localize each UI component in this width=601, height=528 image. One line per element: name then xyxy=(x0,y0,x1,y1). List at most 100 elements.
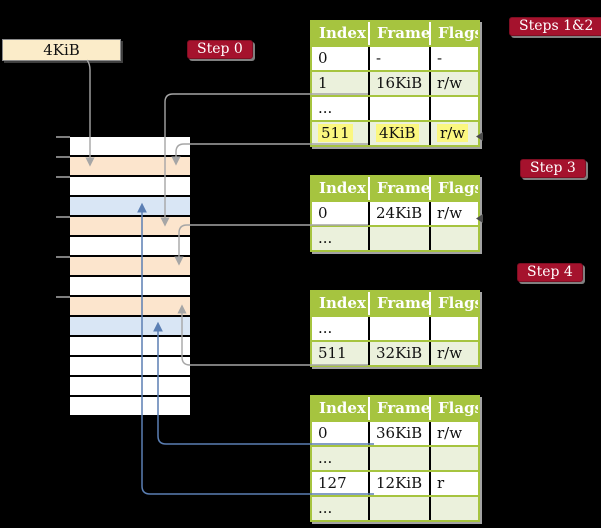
cell-value: 127 xyxy=(318,474,347,492)
frame-cell: 32KiB xyxy=(368,342,429,365)
badge-step-4: Step 4 xyxy=(517,263,583,282)
cell-value: r/w xyxy=(437,124,469,142)
cell-value: r/w xyxy=(437,74,463,92)
column-header: Index xyxy=(312,22,368,45)
table-row: ... xyxy=(312,495,478,520)
cell-value: ... xyxy=(318,99,333,117)
flags-cell xyxy=(429,497,478,520)
memory-frame-row xyxy=(70,235,190,255)
memory-frame-row xyxy=(70,255,190,275)
index-cell: 0 xyxy=(312,422,368,445)
memory-frame-row xyxy=(70,295,190,315)
table-row: 0 36KiB r/w xyxy=(312,420,478,445)
table-row: 511 32KiB r/w xyxy=(312,340,478,365)
free-block-label: 4KiB xyxy=(43,41,80,59)
cell-value: 0 xyxy=(318,424,328,442)
index-cell: 511 xyxy=(312,342,368,365)
cell-value: ... xyxy=(318,229,333,247)
frame-cell: 4KiB xyxy=(368,122,429,145)
cell-value: ... xyxy=(318,449,333,467)
flags-cell xyxy=(429,227,478,250)
cell-value: 4KiB xyxy=(376,124,419,142)
frame-cell xyxy=(368,447,429,470)
cell-value: - xyxy=(376,49,382,67)
column-header: Flags xyxy=(429,397,478,420)
table-row: ... xyxy=(312,225,478,250)
index-cell: ... xyxy=(312,497,368,520)
column-header: Index xyxy=(312,177,368,200)
table-row: 127 12KiB r xyxy=(312,470,478,495)
memory-frame-row xyxy=(70,215,190,235)
physical-memory-column xyxy=(70,137,190,415)
badge-step-3: Step 3 xyxy=(520,159,586,178)
page-table-step-4: IndexFrameFlags... 511 32KiB r/w xyxy=(310,290,480,367)
memory-frame-row xyxy=(70,137,190,155)
memory-frame-row xyxy=(70,175,190,195)
table-row: 0 24KiB r/w xyxy=(312,200,478,225)
page-table-step-3: IndexFrameFlags 0 24KiB r/w... xyxy=(310,175,480,252)
cell-value: r/w xyxy=(437,344,463,362)
memory-frame-row xyxy=(70,355,190,375)
column-header: Index xyxy=(312,397,368,420)
column-header: Flags xyxy=(429,177,478,200)
frame-cell xyxy=(368,227,429,250)
cell-value: 511 xyxy=(318,344,347,362)
index-cell: 511 xyxy=(312,122,368,145)
memory-frame-row xyxy=(70,375,190,395)
frame-cell: 12KiB xyxy=(368,472,429,495)
frame-cell: 36KiB xyxy=(368,422,429,445)
badge-step-0: Step 0 xyxy=(187,40,253,59)
page-table-final: IndexFrameFlags 0 36KiB r/w... 127 12KiB r... xyxy=(310,395,480,522)
cell-value: 16KiB xyxy=(376,74,423,92)
flags-cell: r/w xyxy=(429,202,478,225)
table-header-row: IndexFrameFlags xyxy=(312,177,478,200)
memory-frame-row xyxy=(70,395,190,415)
cell-value: ... xyxy=(318,499,333,517)
cell-value: 24KiB xyxy=(376,204,423,222)
column-header: Flags xyxy=(429,292,478,315)
frame-cell: 24KiB xyxy=(368,202,429,225)
cell-value: ... xyxy=(318,319,333,337)
cell-value: 0 xyxy=(318,49,328,67)
cell-value: r/w xyxy=(437,424,463,442)
cell-value: 36KiB xyxy=(376,424,423,442)
index-cell: ... xyxy=(312,447,368,470)
column-header: Frame xyxy=(368,22,429,45)
table-row: ... xyxy=(312,315,478,340)
table-row: 0-- xyxy=(312,45,478,70)
cell-value: 32KiB xyxy=(376,344,423,362)
table-row: ... xyxy=(312,95,478,120)
memory-frame-row xyxy=(70,155,190,175)
memory-frame-row xyxy=(70,315,190,335)
memory-frame-row xyxy=(70,335,190,355)
index-cell: 127 xyxy=(312,472,368,495)
flags-cell: r/w xyxy=(429,122,478,145)
table-header-row: IndexFrameFlags xyxy=(312,22,478,45)
index-cell: ... xyxy=(312,317,368,340)
flags-cell: r/w xyxy=(429,422,478,445)
table-header-row: IndexFrameFlags xyxy=(312,292,478,315)
index-cell: ... xyxy=(312,97,368,120)
cell-value: r xyxy=(437,474,445,492)
column-header: Flags xyxy=(429,22,478,45)
flags-cell xyxy=(429,447,478,470)
column-header: Frame xyxy=(368,177,429,200)
flags-cell xyxy=(429,97,478,120)
table-header-row: IndexFrameFlags xyxy=(312,397,478,420)
frame-cell: - xyxy=(368,47,429,70)
column-header: Frame xyxy=(368,292,429,315)
cell-value: r/w xyxy=(437,204,463,222)
frame-cell xyxy=(368,497,429,520)
flags-cell: r xyxy=(429,472,478,495)
index-cell: ... xyxy=(312,227,368,250)
column-header: Index xyxy=(312,292,368,315)
frame-cell xyxy=(368,317,429,340)
cell-value: 511 xyxy=(318,124,353,142)
table-row: 511 4KiB r/w xyxy=(312,120,478,145)
cell-value: 0 xyxy=(318,204,328,222)
frame-cell xyxy=(368,97,429,120)
cell-value: 12KiB xyxy=(376,474,423,492)
table-row: ... xyxy=(312,445,478,470)
